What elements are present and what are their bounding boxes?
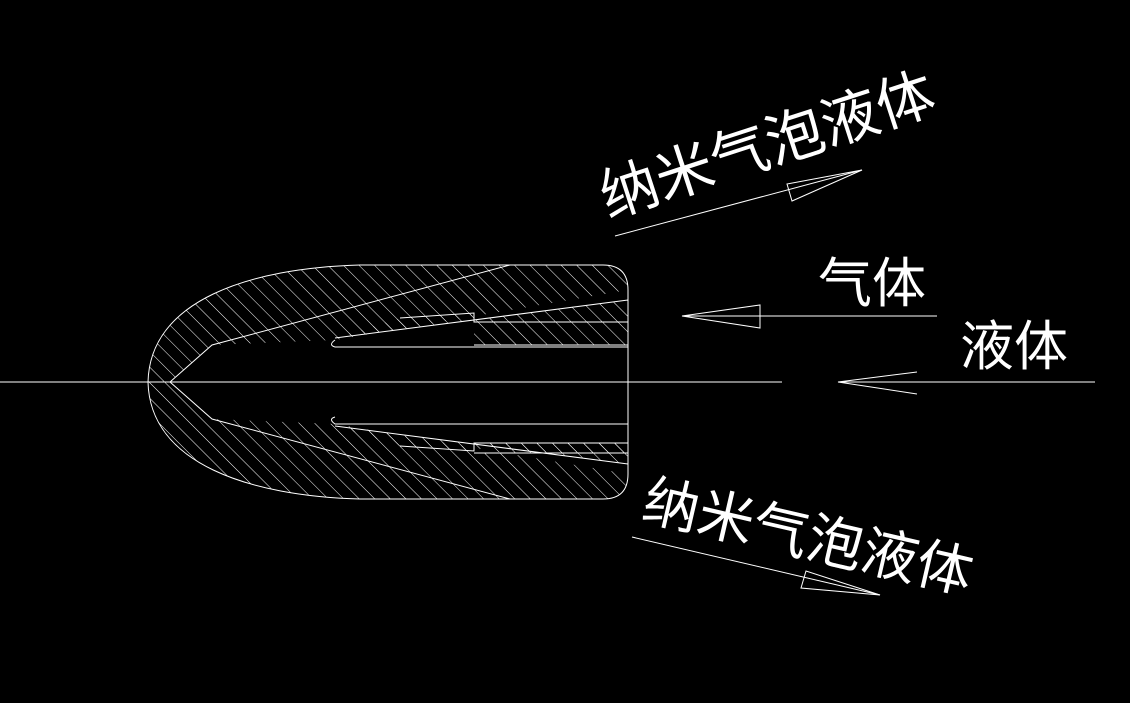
arrow-liquid [837, 371, 1095, 395]
label-output-top: 纳米气泡液体 [591, 59, 943, 231]
label-output-bottom: 纳米气泡液体 [637, 468, 979, 607]
arrow-output-bottom [631, 536, 881, 596]
label-liquid: 液体 [960, 315, 1068, 378]
arrow-gas [681, 304, 937, 329]
label-gas: 气体 [818, 252, 926, 315]
arrow-output-top [614, 169, 863, 237]
nozzle-outline [147, 264, 629, 500]
